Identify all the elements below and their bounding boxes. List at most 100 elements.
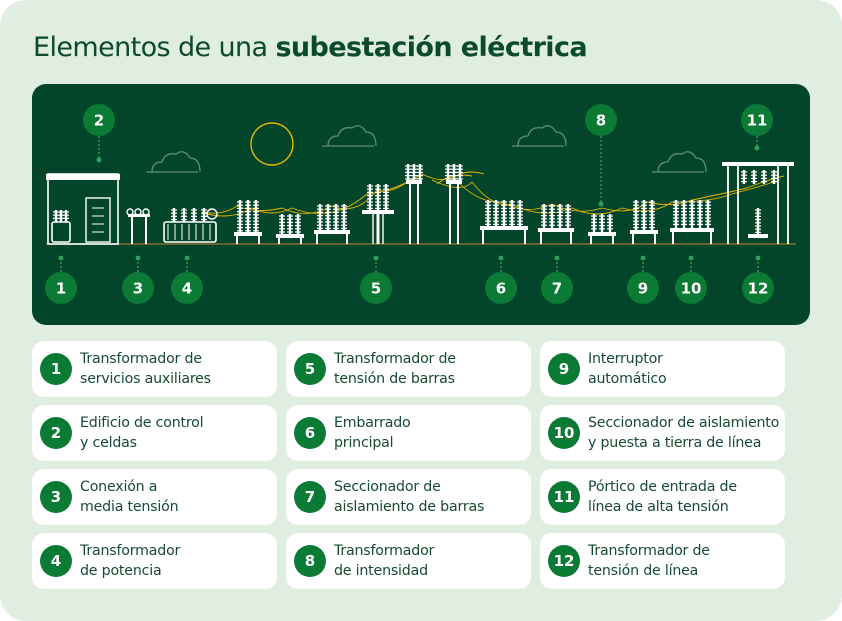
callout-dot bbox=[58, 255, 64, 261]
power-transformer bbox=[163, 208, 218, 243]
legend-label-line: Embarrado bbox=[334, 415, 411, 431]
title-bold: subestación eléctrica bbox=[275, 32, 587, 63]
busbar-isolator bbox=[538, 204, 574, 244]
legend-number-badge: 7 bbox=[294, 481, 326, 513]
equipment-base bbox=[538, 228, 574, 232]
legend-label-line: automático bbox=[588, 371, 667, 387]
sun-icon bbox=[250, 122, 294, 166]
callout-circle bbox=[675, 272, 707, 304]
legend-label-line: media tensión bbox=[80, 499, 179, 515]
legend-label-line: servicios auxiliares bbox=[80, 371, 211, 387]
callout-dot bbox=[184, 255, 190, 261]
cloud-outline bbox=[512, 125, 567, 147]
legend-label-line: Edificio de control bbox=[80, 415, 204, 431]
legend-number-badge: 2 bbox=[40, 417, 72, 449]
line-entry-gantry bbox=[722, 162, 794, 244]
legend-label: Conexión a media tensión bbox=[80, 477, 271, 517]
callout-badge: 11 bbox=[741, 104, 773, 151]
callout-circle bbox=[45, 272, 77, 304]
legend-label-line: aislamiento de barras bbox=[334, 499, 485, 515]
callout-number: 10 bbox=[681, 280, 702, 298]
legend-label: Edificio de control y celdas bbox=[80, 413, 271, 453]
cloud-icon bbox=[322, 125, 377, 147]
portal-crossarm bbox=[446, 180, 462, 184]
control-building bbox=[46, 173, 120, 245]
callout-dot bbox=[754, 145, 760, 151]
connection-terminal bbox=[142, 208, 150, 216]
callout-circle bbox=[627, 272, 659, 304]
disconnector-group bbox=[234, 200, 262, 244]
callout-number: 5 bbox=[371, 280, 381, 298]
title-normal: Elementos de una bbox=[33, 32, 276, 63]
legend-number-badge: 12 bbox=[548, 545, 580, 577]
legend-label-line: y celdas bbox=[80, 435, 137, 451]
callout-circle bbox=[741, 104, 773, 136]
legend-label: Interruptor automático bbox=[588, 349, 779, 389]
callout-badge: 7 bbox=[541, 255, 573, 304]
legend-label-line: de potencia bbox=[80, 563, 162, 579]
legend-label-line: línea de alta tensión bbox=[588, 499, 729, 515]
callout-number: 12 bbox=[748, 280, 769, 298]
legend-label-line: Transformador bbox=[80, 543, 181, 559]
legend-label-line: y puesta a tierra de línea bbox=[588, 435, 762, 451]
legend-label: Transformador de potencia bbox=[80, 541, 271, 581]
circuit-breaker bbox=[630, 200, 658, 244]
legend-label-line: Interruptor bbox=[588, 351, 663, 367]
callout-badge: 3 bbox=[122, 255, 154, 304]
callout-number: 3 bbox=[133, 280, 143, 298]
busbar-portal bbox=[405, 164, 463, 244]
conservator-tank bbox=[206, 208, 218, 220]
medium-voltage-connection bbox=[126, 208, 150, 244]
callout-circle bbox=[360, 272, 392, 304]
busbar-disconnector-group bbox=[314, 204, 350, 244]
callout-badge: 9 bbox=[627, 255, 659, 304]
power-line bbox=[421, 173, 785, 212]
callout-badge: 1 bbox=[45, 255, 77, 304]
equipment-base bbox=[748, 234, 768, 238]
equipment-base bbox=[276, 234, 304, 238]
callout-circle bbox=[122, 272, 154, 304]
legend-item: 4 Transformador de potencia bbox=[32, 533, 277, 589]
legend-label-line: tensión de línea bbox=[588, 563, 699, 579]
cloud-outline bbox=[652, 151, 707, 173]
callout-number: 9 bbox=[638, 280, 648, 298]
equipment-base bbox=[588, 232, 616, 236]
legend-number-badge: 8 bbox=[294, 545, 326, 577]
callout-number: 7 bbox=[552, 280, 562, 298]
callout-circle bbox=[541, 272, 573, 304]
transformer-body bbox=[163, 221, 217, 243]
callout-dot bbox=[96, 157, 102, 163]
legend-label-line: Transformador de bbox=[80, 351, 202, 367]
callout-dot bbox=[598, 201, 604, 207]
power-line bbox=[201, 179, 411, 214]
callout-badge: 10 bbox=[675, 255, 707, 304]
current-transformer bbox=[588, 214, 616, 244]
callout-badge: 8 bbox=[585, 104, 617, 207]
legend-number-badge: 4 bbox=[40, 545, 72, 577]
callout-circle bbox=[742, 272, 774, 304]
cloud-icon bbox=[146, 151, 201, 173]
callout-badge: 4 bbox=[171, 255, 203, 304]
legend-label-line: Conexión a bbox=[80, 479, 158, 495]
callout-circle bbox=[171, 272, 203, 304]
legend-label-line: Transformador de bbox=[334, 351, 456, 367]
callout-dot bbox=[498, 255, 504, 261]
callout-circle bbox=[585, 104, 617, 136]
equipment-base bbox=[314, 230, 350, 234]
